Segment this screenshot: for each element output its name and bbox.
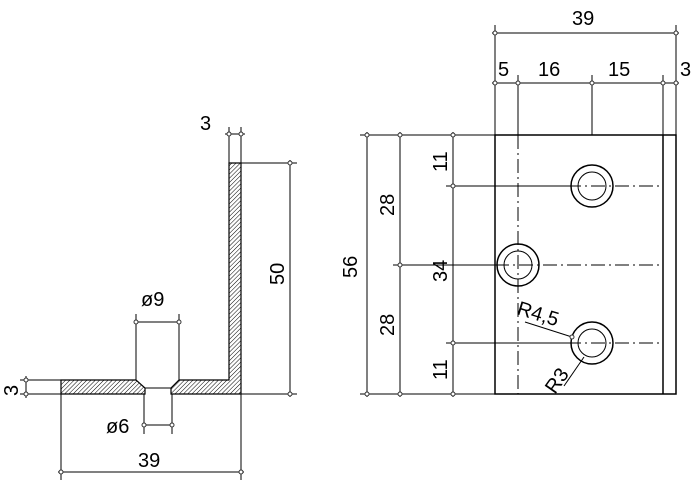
side-view: 3 50 3 ø9 ø6 39 — [1, 113, 297, 480]
dim-label: 34 — [430, 260, 452, 282]
dim-label: 56 — [340, 256, 362, 278]
angle-section-left — [60, 379, 146, 395]
front-view: 39 5 16 15 3 56 28 28 11 — [340, 8, 691, 398]
dim-label: R3 — [541, 364, 574, 398]
angle-section-right — [170, 162, 242, 395]
angle-section — [61, 163, 241, 394]
dim-label: 15 — [608, 59, 630, 81]
dim-total-height: 56 — [340, 132, 495, 397]
dim-label: 28 — [377, 194, 399, 216]
dim-width: 39 — [58, 394, 244, 480]
dim-label: 3 — [200, 113, 211, 135]
dim-halves: 28 28 — [377, 132, 497, 397]
dim-label: ø6 — [106, 416, 129, 438]
dim-height: 50 — [241, 160, 297, 397]
dim-counterbore: ø9 — [133, 289, 182, 380]
dim-label: 11 — [430, 359, 452, 380]
dim-thickness-left: 3 — [1, 376, 61, 398]
dim-label: 5 — [498, 59, 509, 81]
dim-label: 16 — [538, 59, 560, 81]
dim-label: 11 — [430, 151, 452, 172]
dim-thickness-top: 3 — [200, 113, 245, 163]
dim-hole: ø6 — [106, 394, 175, 438]
dim-label: 28 — [377, 314, 399, 336]
dim-hole-chain-vertical: 11 34 11 — [430, 132, 571, 397]
dim-label: 50 — [267, 263, 289, 285]
dim-label: 3 — [1, 385, 23, 396]
dim-label: 39 — [572, 8, 594, 30]
dim-label: ø9 — [141, 289, 164, 311]
dim-label: 3 — [680, 59, 691, 81]
dim-chain-horizontal: 5 16 15 3 — [492, 59, 691, 135]
dim-radii: R4,5 R3 — [515, 298, 585, 398]
dim-label: 39 — [138, 450, 160, 472]
dim-total-width: 39 — [492, 8, 679, 135]
